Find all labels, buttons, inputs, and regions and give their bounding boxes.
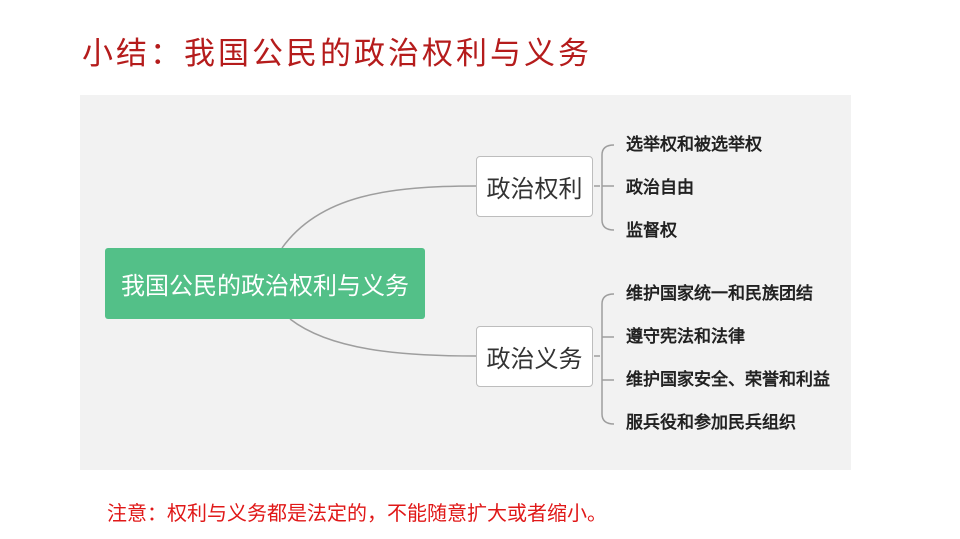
leaf-duty-security: 维护国家安全、荣誉和利益 bbox=[626, 370, 830, 390]
leaf-right-election: 选举权和被选举权 bbox=[626, 135, 762, 155]
leaf-right-supervision: 监督权 bbox=[626, 221, 677, 241]
mindmap-root-node: 我国公民的政治权利与义务 bbox=[105, 248, 425, 319]
leaf-duty-unity: 维护国家统一和民族团结 bbox=[626, 284, 813, 304]
bracket-duties bbox=[594, 293, 615, 425]
slide-title: 小结：我国公民的政治权利与义务 bbox=[82, 36, 592, 72]
branch-node-duties: 政治义务 bbox=[476, 326, 593, 387]
leaf-right-freedom: 政治自由 bbox=[626, 178, 694, 198]
leaf-duty-military: 服兵役和参加民兵组织 bbox=[626, 413, 796, 433]
leaf-duty-law: 遵守宪法和法律 bbox=[626, 327, 745, 347]
bracket-rights bbox=[594, 144, 615, 231]
connector-root-to-duties bbox=[289, 318, 477, 357]
branch-node-rights: 政治权利 bbox=[476, 156, 593, 217]
note-text: 注意：权利与义务都是法定的，不能随意扩大或者缩小。 bbox=[107, 501, 607, 525]
connector-root-to-rights bbox=[281, 185, 477, 249]
